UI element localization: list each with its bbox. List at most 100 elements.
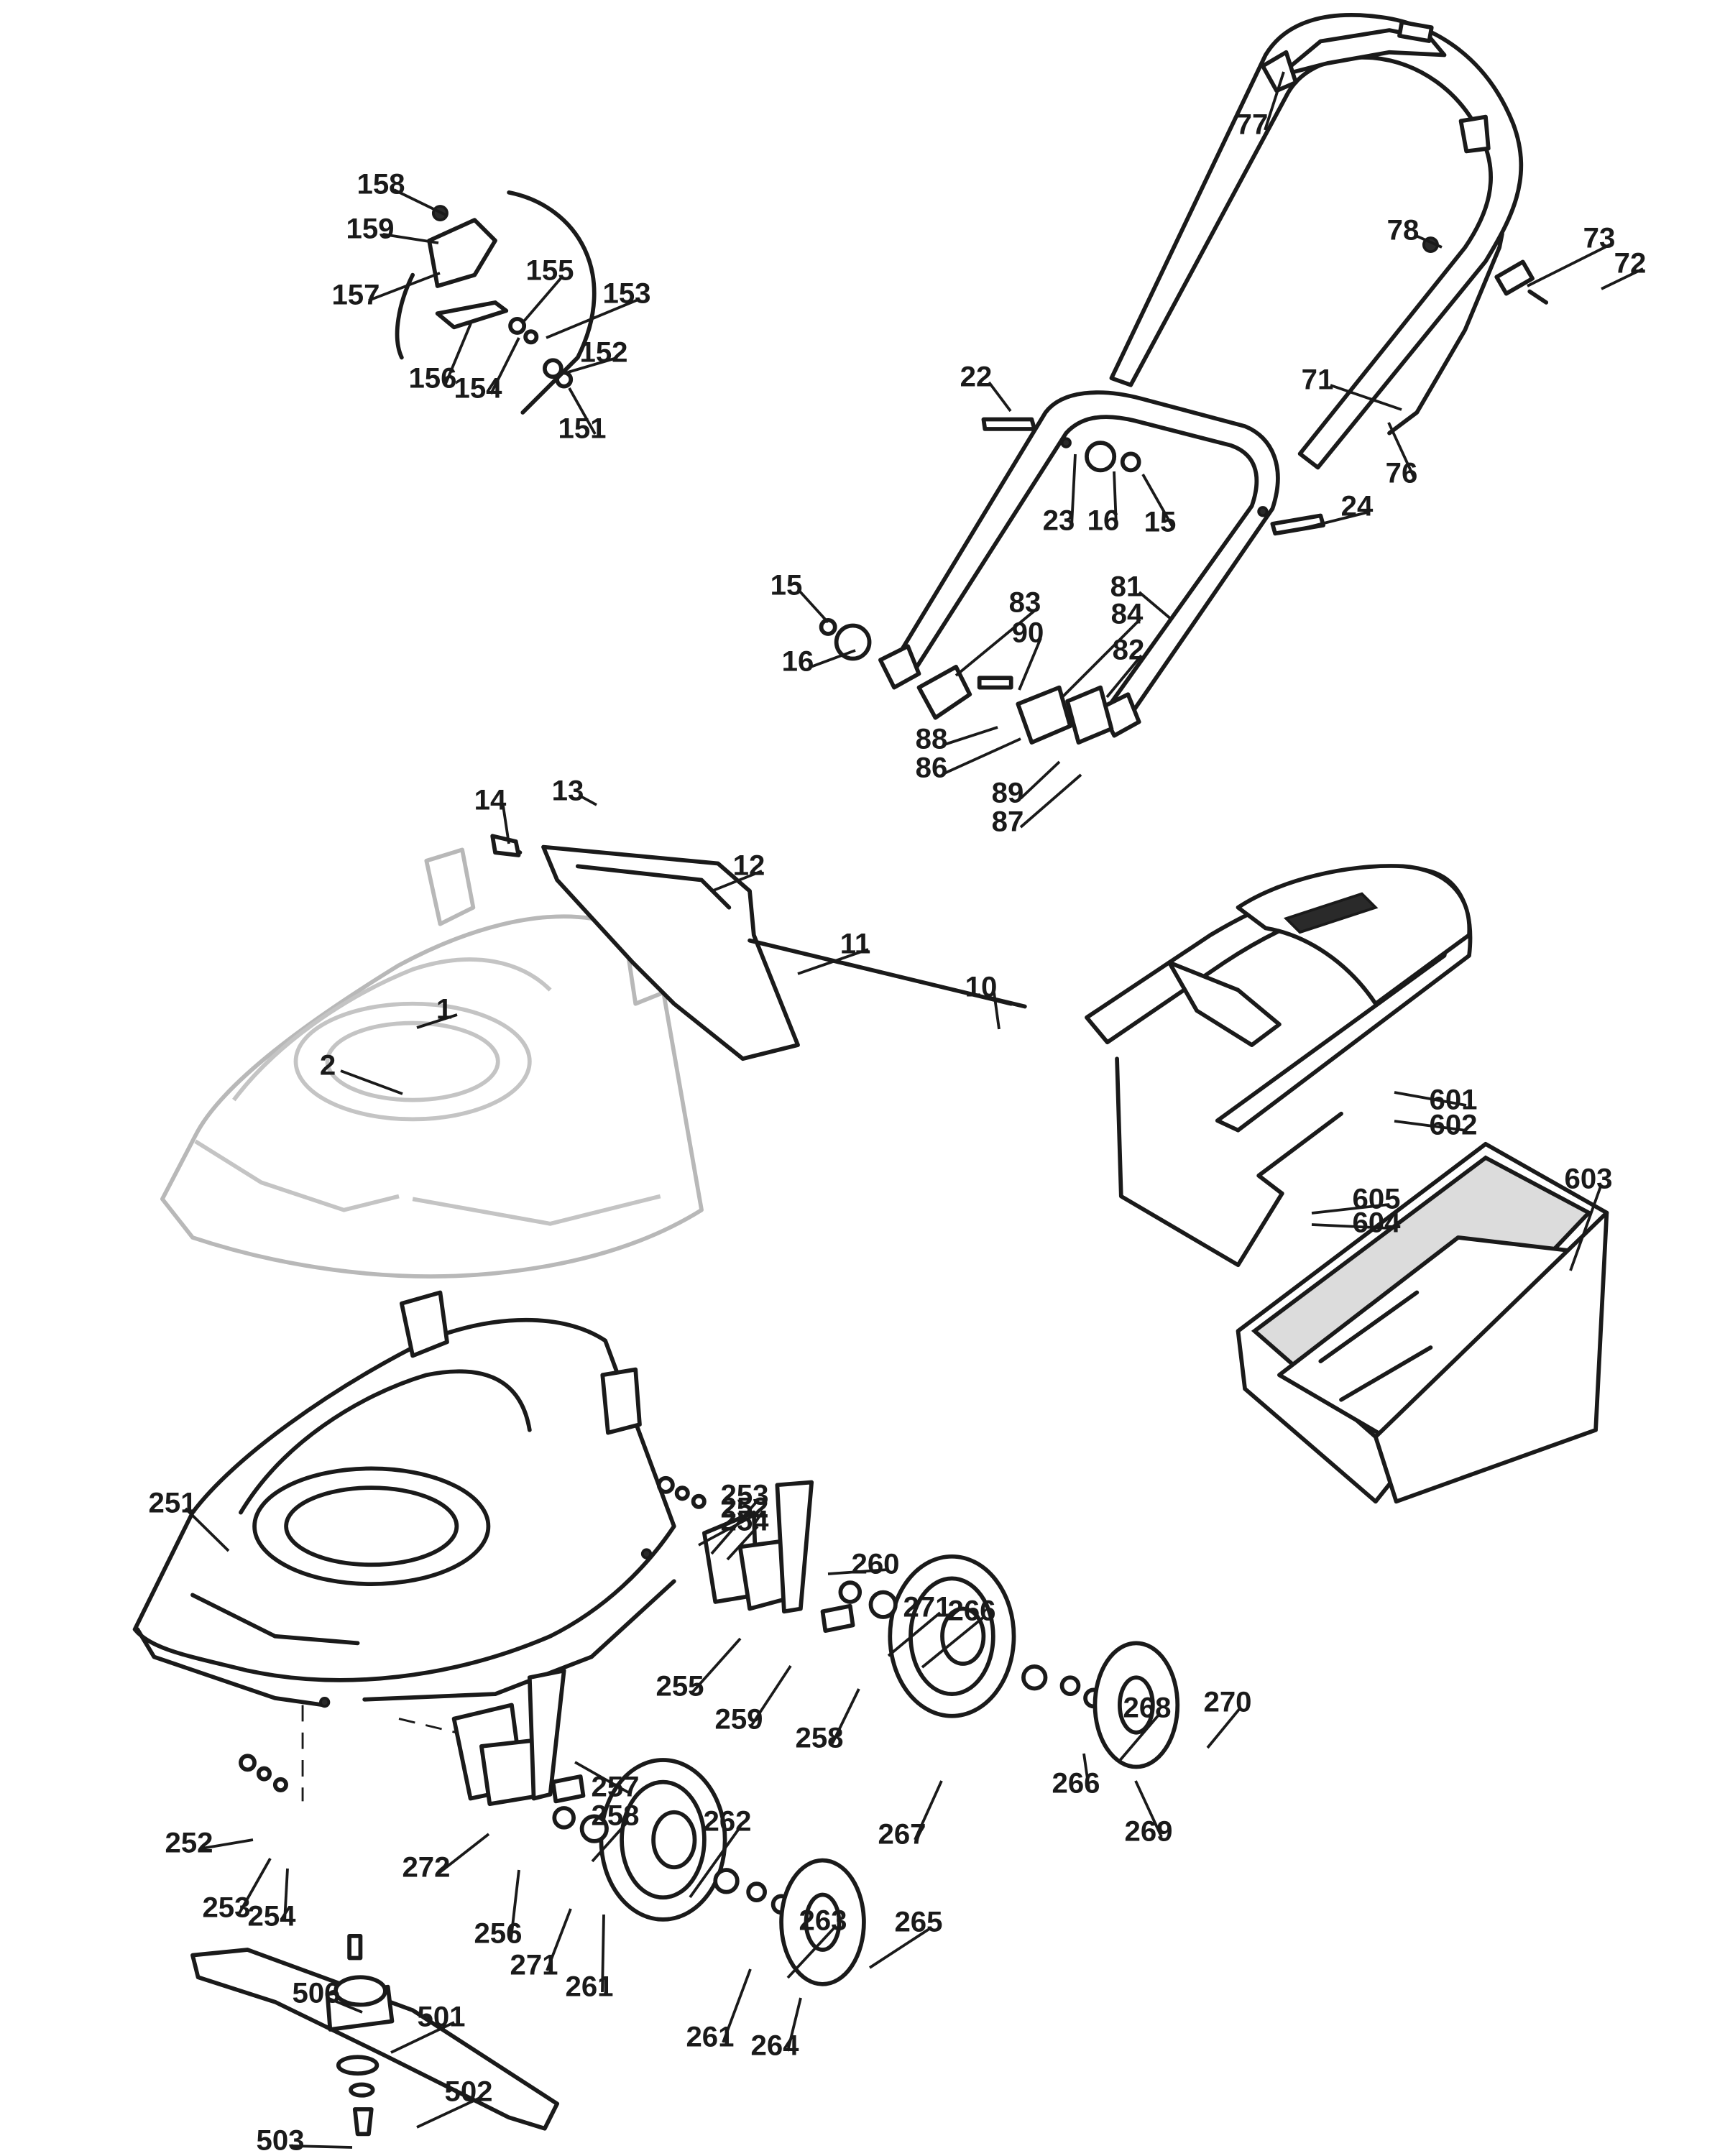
leader-line bbox=[1387, 422, 1416, 479]
leader-line bbox=[416, 1013, 458, 1029]
part-number-label: 24 bbox=[1341, 489, 1374, 522]
front-height-adjuster bbox=[239, 1668, 586, 1807]
part-number-label: 23 bbox=[1043, 504, 1075, 536]
part-number-label: 151 bbox=[558, 412, 606, 444]
leader-line bbox=[1601, 267, 1644, 290]
callout-c87: 87 bbox=[992, 773, 1082, 837]
leader-line bbox=[988, 381, 1012, 413]
callout-c156: 156 bbox=[408, 323, 472, 394]
callout-c1: 1 bbox=[416, 992, 458, 1029]
leader-line bbox=[368, 272, 441, 302]
callout-c12: 12 bbox=[711, 849, 765, 893]
leader-line bbox=[786, 1997, 802, 2052]
part-number-label: 603 bbox=[1564, 1162, 1612, 1194]
part-number-label: 90 bbox=[1012, 616, 1044, 648]
leader-line bbox=[444, 323, 472, 384]
leader-line bbox=[522, 275, 564, 323]
leader-line bbox=[416, 2096, 482, 2129]
callout-c260: 260 bbox=[827, 1547, 900, 1580]
callout-c268: 268 bbox=[1117, 1691, 1172, 1764]
cutting-blade bbox=[190, 1934, 559, 2137]
leader-line bbox=[1394, 1091, 1467, 1107]
callout-c90: 90 bbox=[1012, 616, 1044, 691]
leader-line bbox=[827, 1568, 889, 1575]
callout-c157: 157 bbox=[331, 272, 441, 310]
part-number-label: 72 bbox=[1614, 247, 1647, 279]
callout-c158: 158 bbox=[356, 167, 448, 217]
rear-wheel bbox=[838, 1554, 1180, 1769]
part-number-label: 16 bbox=[782, 645, 814, 677]
leader-line bbox=[1070, 453, 1077, 527]
leader-line bbox=[722, 1968, 752, 2043]
leader-line bbox=[393, 188, 448, 217]
callout-c22: 22 bbox=[960, 360, 1012, 413]
leader-line bbox=[568, 387, 597, 435]
part-number-label: 153 bbox=[602, 277, 650, 309]
leader-line bbox=[591, 1820, 630, 1863]
callout-c86: 86 bbox=[916, 737, 1021, 783]
callout-c256: 256 bbox=[474, 1869, 523, 1949]
leader-line bbox=[510, 1869, 520, 1940]
leader-line bbox=[293, 2145, 353, 2149]
part-number-label: 259 bbox=[714, 1703, 763, 1735]
callout-c71: 71 bbox=[1302, 363, 1402, 411]
callout-c501: 501 bbox=[390, 2000, 466, 2054]
part-number-label: 258 bbox=[591, 1799, 639, 1831]
callout-c16b: 16 bbox=[782, 645, 856, 677]
leader-line bbox=[921, 1615, 986, 1669]
callout-c254b: 254 bbox=[247, 1868, 296, 1932]
callout-c72: 72 bbox=[1601, 247, 1647, 290]
leader-line bbox=[184, 1507, 230, 1552]
part-number-label: 605 bbox=[1352, 1182, 1400, 1215]
leader-line bbox=[710, 1499, 759, 1555]
callout-c152: 152 bbox=[567, 336, 628, 374]
callout-c502: 502 bbox=[416, 2075, 493, 2129]
callout-c153: 153 bbox=[546, 277, 651, 339]
part-number-label: 502 bbox=[444, 2075, 492, 2107]
leader-line bbox=[574, 1761, 629, 1794]
part-number-label: 501 bbox=[417, 2000, 465, 2032]
leader-line bbox=[993, 992, 1000, 1030]
part-number-label: 271 bbox=[510, 1948, 558, 1981]
leader-line bbox=[797, 948, 869, 975]
callout-c2: 2 bbox=[320, 1049, 403, 1095]
part-number-label: 11 bbox=[840, 927, 870, 959]
part-number-label: 15 bbox=[1144, 505, 1177, 538]
leader-line bbox=[546, 1908, 572, 1971]
callout-c265: 265 bbox=[868, 1905, 943, 1969]
callout-c252b: 252 bbox=[165, 1826, 254, 1858]
leader-line bbox=[1264, 71, 1285, 131]
part-number-label: 268 bbox=[1123, 1691, 1171, 1723]
leader-line bbox=[489, 337, 520, 395]
part-number-label: 81 bbox=[1110, 570, 1143, 602]
part-number-label: 12 bbox=[733, 849, 765, 881]
part-number-label: 262 bbox=[703, 1805, 751, 1837]
leader-line bbox=[1206, 1706, 1242, 1749]
part-number-label: 266 bbox=[947, 1594, 995, 1626]
part-number-label: 503 bbox=[256, 2124, 304, 2156]
callout-c255: 255 bbox=[656, 1637, 742, 1702]
part-number-label: 254 bbox=[720, 1504, 769, 1537]
part-number-label: 2 bbox=[320, 1049, 336, 1081]
part-number-label: 159 bbox=[346, 212, 394, 244]
callout-c264: 264 bbox=[750, 1997, 802, 2061]
leader-line bbox=[1117, 1712, 1162, 1764]
leader-line bbox=[1061, 618, 1141, 699]
part-number-label: 269 bbox=[1124, 1815, 1172, 1847]
ghost-deck-outline bbox=[160, 847, 704, 1279]
leader-line bbox=[954, 607, 1039, 677]
leader-line bbox=[1019, 773, 1082, 829]
callout-c605: 605 bbox=[1311, 1182, 1401, 1215]
part-number-label: 255 bbox=[656, 1669, 704, 1702]
leader-line bbox=[868, 1926, 933, 1969]
part-number-label: 602 bbox=[1429, 1108, 1477, 1141]
part-number-label: 254 bbox=[247, 1899, 296, 1932]
callout-c151: 151 bbox=[558, 387, 607, 444]
callout-c257: 257 bbox=[574, 1761, 640, 1802]
part-number-label: 88 bbox=[916, 722, 948, 755]
leader-line bbox=[831, 1688, 860, 1744]
leader-line bbox=[601, 1914, 605, 1993]
leader-line bbox=[786, 1925, 837, 1979]
leader-line bbox=[1019, 760, 1061, 800]
